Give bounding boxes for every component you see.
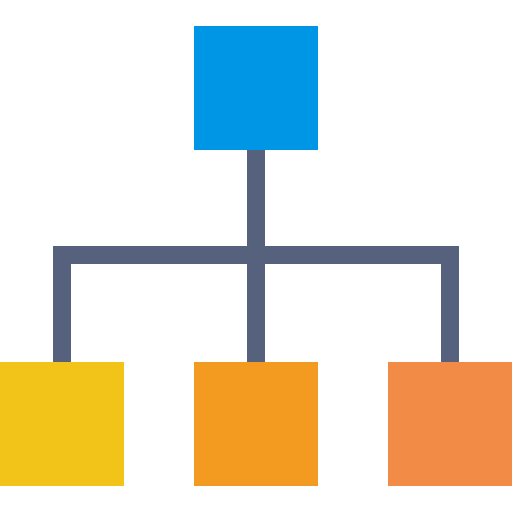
child-node-center (194, 362, 318, 486)
child-node-left (0, 362, 124, 486)
connector-drop-right (441, 246, 459, 362)
child-node-right (388, 362, 512, 486)
root-node (194, 26, 318, 150)
connector-lines (53, 150, 459, 362)
connector-drop-left (53, 246, 71, 362)
connector-drop-center (247, 246, 265, 362)
connector-stem (247, 150, 265, 264)
